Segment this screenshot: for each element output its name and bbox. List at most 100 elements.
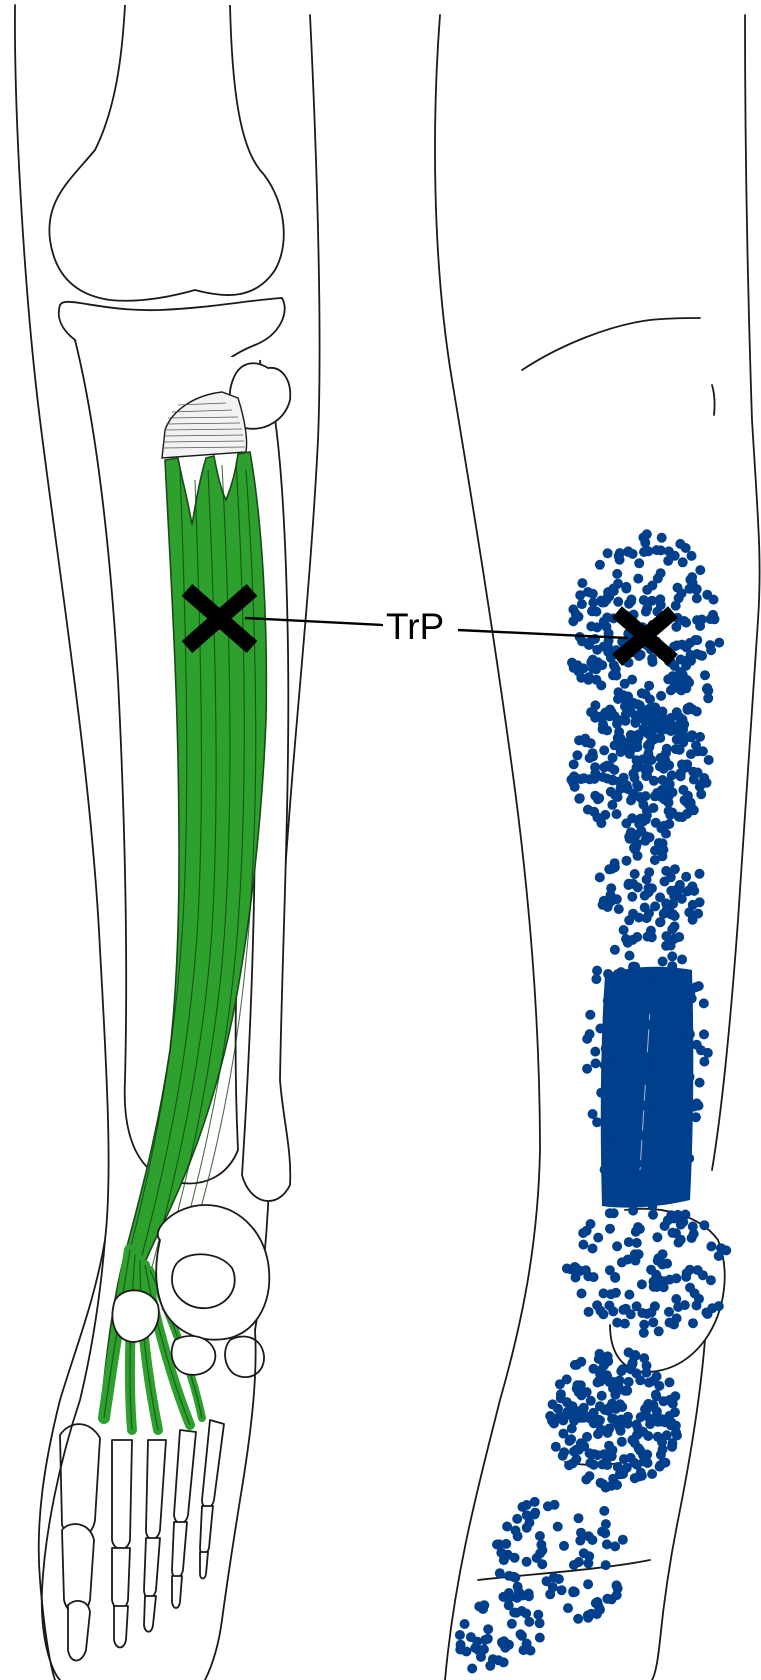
pain-dot [647, 1201, 657, 1211]
pain-dot [630, 1473, 640, 1483]
pain-dot [590, 1047, 600, 1057]
pain-dot [684, 907, 694, 917]
pain-dot [621, 709, 631, 719]
pain-dot [679, 616, 689, 626]
pain-dot [647, 1469, 657, 1479]
pain-dot [680, 1300, 690, 1310]
pain-dot [695, 650, 705, 660]
femur-bone [49, 5, 283, 301]
pain-dot [621, 934, 631, 944]
pain-dot [658, 845, 668, 855]
pain-dot [674, 712, 684, 722]
pain-dot [592, 1450, 602, 1460]
pain-dot [695, 1078, 705, 1088]
pain-dot [638, 1130, 648, 1140]
pain-dot [582, 1064, 592, 1074]
pain-dot [583, 1558, 593, 1568]
pain-dot [714, 638, 724, 648]
pain-dot [512, 1593, 522, 1603]
pain-dot [699, 998, 709, 1008]
pain-dot [595, 1415, 605, 1425]
pain-dot [612, 1580, 622, 1590]
pain-dot [651, 1390, 661, 1400]
pain-dot [703, 1048, 713, 1058]
pain-dot [695, 869, 705, 879]
pain-dot [626, 1309, 636, 1319]
pain-dot [605, 1265, 615, 1275]
pain-dot [557, 1585, 567, 1595]
pain-dot [670, 1391, 680, 1401]
pain-dot [652, 545, 662, 555]
pain-dot [582, 1226, 592, 1236]
pain-dot [684, 885, 694, 895]
pain-dot [622, 856, 632, 866]
foot-bones [60, 1420, 224, 1661]
pain-dot [627, 892, 637, 902]
pain-dot [647, 984, 657, 994]
pain-dot [603, 969, 613, 979]
pain-dot [495, 1568, 505, 1578]
pain-dot [685, 575, 695, 585]
pain-dot [578, 1240, 588, 1250]
pain-dot [665, 779, 675, 789]
pain-dot [618, 1535, 628, 1545]
pain-dot [624, 1290, 634, 1300]
pain-dot [562, 1264, 572, 1274]
pain-dot [610, 791, 620, 801]
pain-dot [595, 560, 605, 570]
pain-dot [517, 1631, 527, 1641]
pain-dot [647, 932, 657, 942]
pain-dot [674, 1177, 684, 1187]
pain-dot [639, 547, 649, 557]
pain-dot [503, 1550, 513, 1560]
pain-dot [644, 1000, 654, 1010]
pain-dot [667, 924, 677, 934]
pain-dot [555, 1379, 565, 1389]
pain-dot [596, 1374, 606, 1384]
pain-dot [583, 675, 593, 685]
pain-dot [611, 1288, 621, 1298]
pain-dot [634, 558, 644, 568]
pain-dot [609, 660, 619, 670]
pain-dot [696, 789, 706, 799]
pain-dot [573, 1614, 583, 1624]
pain-dot [647, 654, 657, 664]
pain-dot [513, 1582, 523, 1592]
pain-dot [639, 1320, 649, 1330]
pain-dot [658, 957, 668, 967]
pain-dot [559, 1541, 569, 1551]
pain-dot [570, 1360, 580, 1370]
pain-dot [592, 813, 602, 823]
pain-dot [524, 1591, 534, 1601]
pain-dot [684, 678, 694, 688]
pain-dot [633, 574, 643, 584]
pain-dot [666, 941, 676, 951]
pain-dot [655, 892, 665, 902]
pain-dot [699, 1029, 709, 1039]
pain-dot [467, 1664, 477, 1674]
pain-dot [714, 1301, 724, 1311]
pain-dot [616, 1366, 626, 1376]
pain-dot [664, 546, 674, 556]
pain-dot [684, 1153, 694, 1163]
pain-dot [603, 1428, 613, 1438]
pain-dot [643, 1020, 653, 1030]
pain-dot [626, 595, 636, 605]
pain-dot [623, 547, 633, 557]
pain-dot [682, 1268, 692, 1278]
pain-dot [676, 1016, 686, 1026]
pain-dot [672, 735, 682, 745]
pain-dot [588, 655, 598, 665]
pain-dot [522, 1557, 532, 1567]
pain-dot [593, 712, 603, 722]
pain-dot [685, 1029, 695, 1039]
pain-dot [617, 1094, 627, 1104]
pain-dot [622, 780, 632, 790]
pain-dot [572, 660, 582, 670]
pain-dot [674, 932, 684, 942]
pain-dot [592, 966, 602, 976]
pain-dot [569, 771, 579, 781]
pain-dot [706, 1241, 716, 1251]
pain-dot [703, 693, 713, 703]
pain-dot [614, 984, 624, 994]
